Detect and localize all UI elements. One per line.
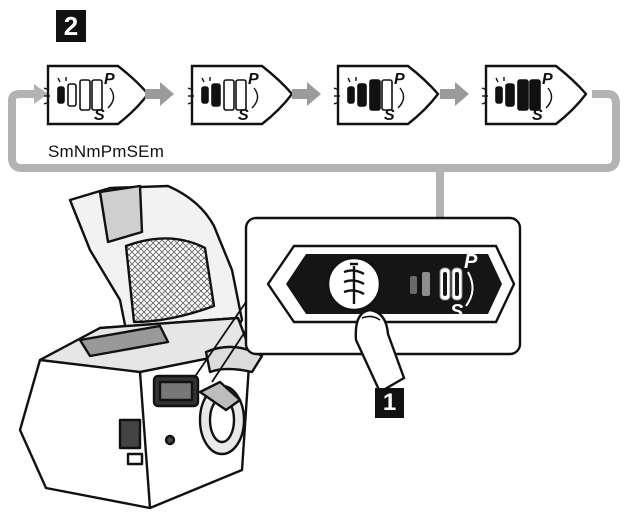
indicator-bar [505, 83, 515, 107]
sequence-label: SmNmPmSEm [48, 142, 165, 161]
arrow-right-icon [292, 82, 321, 106]
indicator-bar [529, 79, 541, 111]
indicator-bar [495, 86, 503, 104]
mode-letter-s: S [94, 107, 105, 124]
mode-letter-s: S [238, 107, 249, 124]
mode-panel-3: PS [333, 64, 440, 126]
mode-panel-1: PS [43, 64, 150, 126]
mode-letter-p: P [248, 71, 259, 88]
mode-letter-p: P [464, 251, 478, 273]
mode-panel-2: PS [187, 64, 294, 126]
mode-letter-p: P [394, 71, 405, 88]
indicator-bar [357, 83, 367, 107]
mode-letter-s: S [532, 107, 543, 124]
mode-panel-4: PS [481, 64, 588, 126]
indicator-bar [91, 79, 103, 111]
light-rays-icon [333, 77, 357, 105]
impact-driver-illustration [18, 184, 264, 510]
indicator-bar [79, 79, 91, 111]
magnified-control-panel: P S [266, 244, 516, 324]
sequence-loop-line [8, 90, 620, 240]
mode-letter-s: S [384, 107, 395, 124]
indicator-bar [67, 83, 77, 107]
indicator-bar [517, 79, 529, 111]
indicator-bar [223, 79, 235, 111]
arrow-right-icon [145, 82, 174, 106]
light-rays-icon [187, 77, 211, 105]
indicator-bar [201, 86, 209, 104]
mode-letter-p: P [542, 71, 553, 88]
step-2-callout: 2 [56, 10, 86, 42]
indicator-bar [381, 79, 393, 111]
arrow-right-icon [440, 82, 469, 106]
step-1-callout: 1 [375, 388, 404, 418]
indicator-bar [235, 79, 247, 111]
sequence-arrows [145, 82, 469, 106]
loop-arrowhead-icon [34, 84, 48, 104]
screw-icon [343, 262, 365, 304]
indicator-bar [410, 276, 417, 294]
indicator-bar [57, 86, 65, 104]
indicator-bar [211, 83, 221, 107]
indicator-bar [422, 272, 430, 296]
mode-letter-p: P [104, 71, 115, 88]
finger-pressing [354, 308, 406, 394]
mode-letter-s: S [450, 301, 464, 323]
light-rays-icon [43, 77, 67, 105]
indicator-bar [347, 86, 355, 104]
light-rays-icon [481, 77, 505, 105]
indicator-bar [369, 79, 381, 111]
